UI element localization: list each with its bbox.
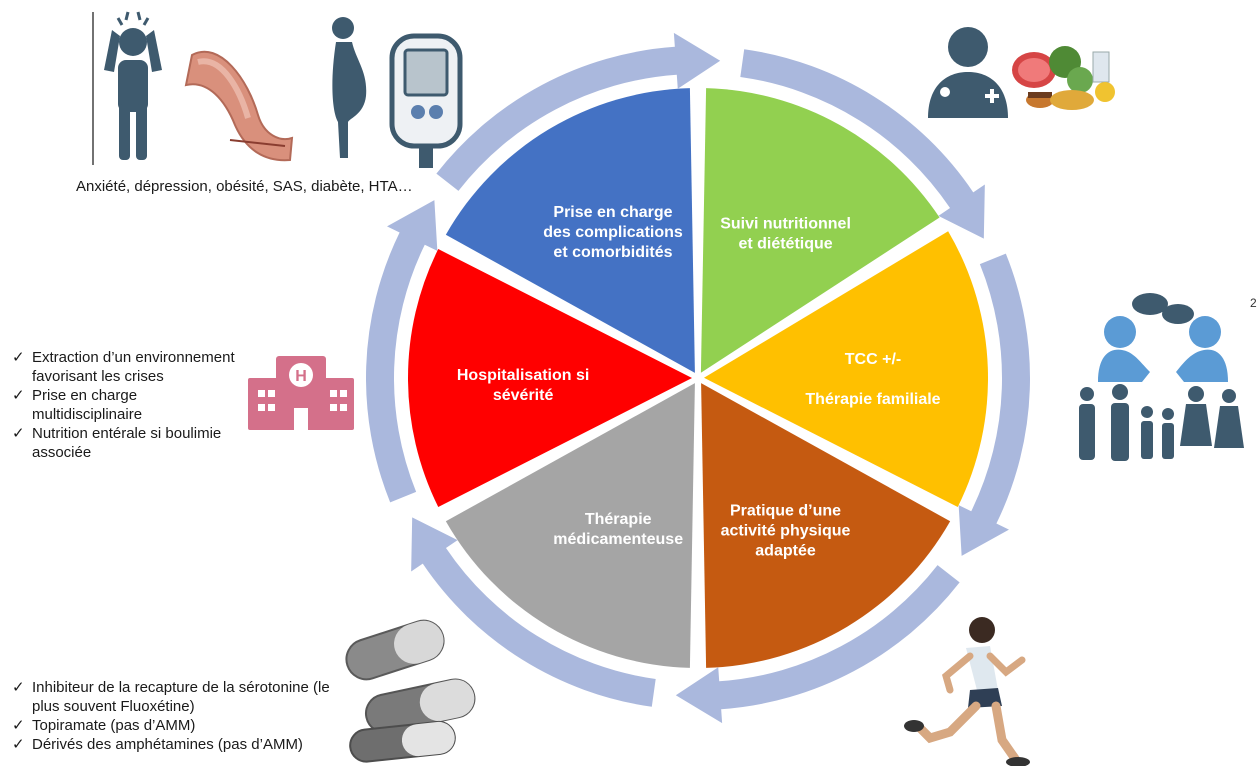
segment-label-line: médicamenteuse (553, 531, 683, 548)
segment-label-line: et diététique (738, 235, 832, 252)
comorbidity-icons (92, 11, 463, 168)
note-item: Nutrition entérale si boulimie associée (12, 424, 242, 462)
segment-label-line: adaptée (755, 543, 816, 560)
segment-label-tcc: TCC +/- Thérapie familiale (805, 351, 940, 408)
segment-tcc (703, 231, 988, 507)
cycle-arrows (366, 32, 1030, 724)
segment-label-nutrition: Suivi nutritionnel et diététique (720, 215, 851, 252)
segment-label-line: Pratique d’une (730, 503, 841, 520)
conversation-icon (1098, 293, 1228, 382)
family-icon (1079, 384, 1244, 461)
food-basket-icon (1012, 46, 1115, 110)
segment-hospital (408, 249, 692, 507)
segment-label-line: activité physique (721, 523, 851, 540)
note-item: Extraction d’un environnement favorisant… (12, 348, 242, 386)
side-mark: 2 (1250, 296, 1257, 310)
intestine-icon (184, 50, 294, 162)
segment-label-hospital: Hospitalisation si sévérité (457, 367, 589, 404)
segment-label-line: Thérapie familiale (805, 391, 940, 408)
segment-label-line: des complications (543, 224, 683, 241)
cycle-arrow (436, 32, 721, 191)
pregnant-silhouette-icon (332, 17, 367, 158)
nutrition-icons (928, 27, 1115, 118)
segment-label-medication: Thérapie médicamenteuse (553, 511, 683, 548)
cycle-arrow (411, 517, 656, 707)
comorbidities-caption: Anxiété, dépression, obésité, SAS, diabè… (76, 178, 413, 195)
segment-label-complications: Prise en charge des complications et comor… (543, 204, 683, 261)
segment-medication (445, 383, 695, 668)
note-item: Dérivés des amphétamines (pas d’AMM) (12, 735, 352, 754)
svg-text:H: H (295, 368, 307, 385)
hospital-building-icon: H (248, 356, 354, 430)
note-item: Prise en charge multidisciplinaire (12, 386, 242, 424)
segment-label-line: et comorbidités (553, 244, 672, 261)
segment-label-line: Prise en charge (553, 204, 672, 221)
cycle-arrow (675, 565, 960, 724)
stressed-person-icon (104, 11, 162, 160)
segment-label-line: TCC +/- (845, 351, 901, 368)
hospitalisation-notes: Extraction d’un environnement favorisant… (12, 348, 242, 462)
segment-labels: Prise en charge des complications et comor… (457, 204, 941, 560)
family-therapy-icons (1079, 293, 1244, 461)
cycle-arrow (958, 253, 1030, 556)
capsules-icon (345, 619, 476, 763)
runner-icon (904, 617, 1030, 766)
doctor-icon (928, 27, 1008, 118)
segment-label-line: sévérité (493, 387, 554, 404)
segment-label-activity: Pratique d’une activité physique adaptée (721, 503, 851, 560)
note-item: Inhibiteur de la recapture de la séroton… (12, 678, 352, 716)
segment-label-line: Thérapie (585, 511, 652, 528)
segment-label-line: Suivi nutritionnel (720, 215, 851, 232)
segment-label-line: Hospitalisation si (457, 367, 589, 384)
segment-complications (445, 88, 695, 373)
segment-nutrition (700, 88, 940, 373)
glucometer-icon (389, 33, 463, 168)
wheel-segments (408, 88, 988, 668)
cycle-arrow (740, 49, 985, 239)
medication-notes: Inhibiteur de la recapture de la séroton… (12, 678, 352, 754)
note-item: Topiramate (pas d’AMM) (12, 716, 352, 735)
segment-activity (701, 383, 951, 668)
cycle-arrow (366, 200, 438, 503)
